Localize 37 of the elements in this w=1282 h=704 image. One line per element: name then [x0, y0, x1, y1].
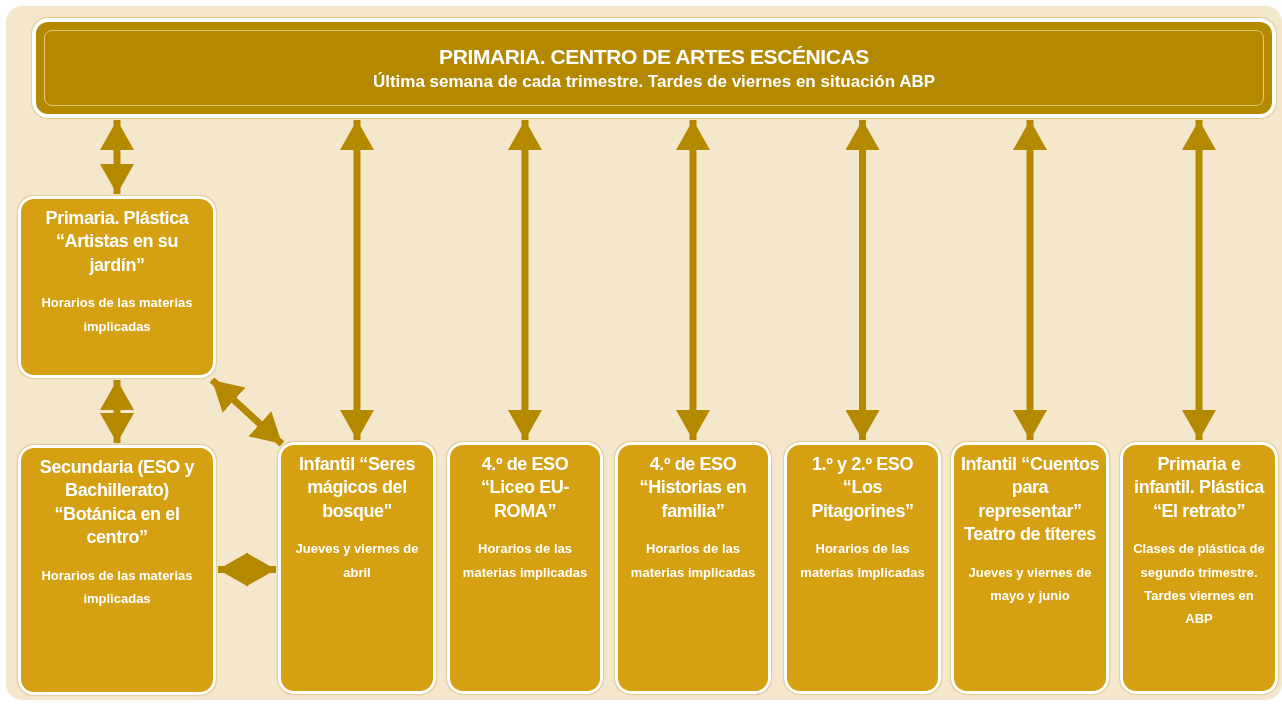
activity-box [951, 442, 1109, 694]
double-arrow [676, 120, 710, 440]
detail-text: Horarios de las materias implicadas [629, 540, 757, 582]
double-arrow [340, 120, 374, 440]
title-text: Secundaria (ESO y Bachillerato) “Botánica en el centro” [38, 456, 196, 550]
title-text: 1.º y 2.º ESO “Los Pitagorines” [810, 453, 915, 523]
activity-box [1120, 442, 1278, 694]
detail-text: Horarios de las materias implicadas [799, 540, 926, 582]
title-text: PRIMARIA. CENTRO DE ARTES ESCÉNICAS [439, 44, 869, 71]
activity-box [784, 442, 941, 694]
double-arrow [218, 552, 276, 587]
detail-text: Última semana de cada trimestre. Tardes de viernes en situación ABP [372, 70, 936, 92]
double-arrow [508, 120, 542, 440]
detail-text: Clases de plástica de segundo trimestre. Tardes viernes en ABP [1132, 540, 1266, 629]
title-text: Primaria. Plástica “Artistas en su jardín” [44, 207, 190, 277]
detail-text: Horarios de las materias implicadas [40, 566, 194, 608]
detail-text: Jueves y viernes de mayo y junio [967, 563, 1093, 605]
activity-box [447, 442, 603, 694]
detail-text: Horarios de las materias implicadas [461, 540, 589, 582]
header-banner [32, 18, 1276, 118]
detail-text: Jueves y viernes de abril [294, 540, 420, 582]
activity-box [615, 442, 771, 694]
title-text: 4.º de ESO “Historias en familia” [638, 453, 748, 523]
title-text: 4.º de ESO “Liceo EU-ROMA” [480, 453, 570, 523]
double-arrow [209, 377, 285, 447]
title-text: Infantil “Seres mágicos del bosque" [297, 453, 416, 523]
double-arrow [1182, 120, 1216, 440]
double-arrow [845, 120, 880, 440]
title-text: Primaria e infantil. Plástica “El retrato” [1133, 453, 1266, 523]
detail-text: Horarios de las materias implicadas [40, 294, 194, 336]
activity-box [18, 196, 216, 378]
activity-box [278, 442, 436, 694]
activity-box [18, 445, 216, 695]
title-text: Infantil “Cuentos para representar” Teatro de títeres [960, 453, 1100, 547]
double-arrow [100, 120, 134, 194]
double-arrow [100, 380, 134, 443]
double-arrow [1013, 120, 1047, 440]
